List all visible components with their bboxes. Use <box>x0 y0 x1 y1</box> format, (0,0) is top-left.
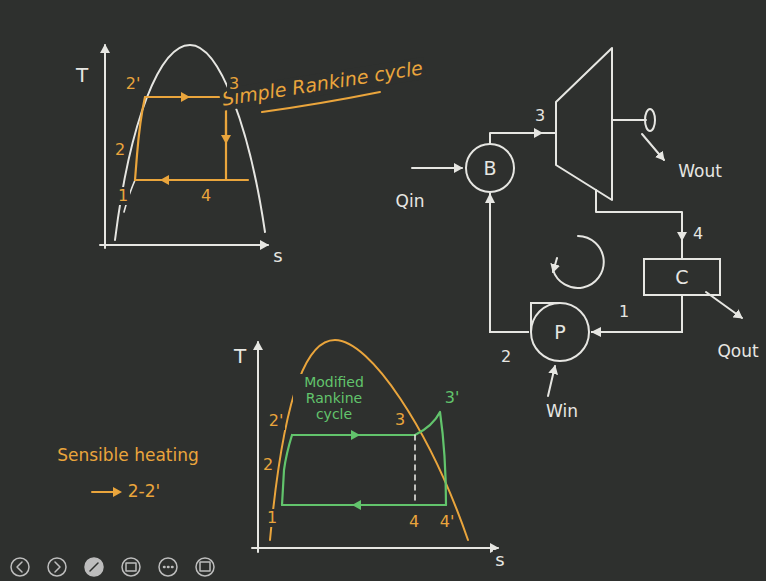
chalk-label: 1 <box>617 303 631 321</box>
pipe-line <box>591 296 682 332</box>
chalk-label: T <box>232 345 248 368</box>
condenser-box: C <box>643 258 721 296</box>
plant-schematic <box>412 48 742 396</box>
chalk-label: 2 <box>113 141 127 159</box>
chalk-label: Modified Rankine cycle <box>293 374 375 422</box>
chalk-label: 4' <box>438 513 457 531</box>
chalk-label: Sensible heating <box>55 446 201 466</box>
arrow-head <box>591 327 601 337</box>
chalk-label: 2' <box>267 412 286 430</box>
node-text: C <box>675 267 688 288</box>
node-label: B <box>483 158 496 179</box>
chalk-label: 3 <box>227 75 241 93</box>
chalk-label: 2 <box>499 348 513 366</box>
chalk-label: T <box>74 64 90 87</box>
chalk-label: Win <box>544 402 580 422</box>
pipe-line <box>490 193 529 332</box>
chalk-label: 3 <box>393 411 407 429</box>
node-text: P <box>554 322 565 343</box>
chalk-label: 2' <box>124 75 143 93</box>
pump-symbol: P <box>529 301 591 363</box>
toolbar-icons <box>11 558 214 576</box>
pipe-connector <box>591 296 682 337</box>
chalk-label: 3 <box>533 107 547 125</box>
chalk-label: 4 <box>691 225 705 243</box>
chalk-label: 3' <box>443 389 462 407</box>
arrow-head <box>485 193 495 203</box>
ts-diagram-modified <box>252 340 498 552</box>
chalk-label: 1 <box>116 187 130 205</box>
pipe-connector <box>485 193 529 332</box>
node-text: B <box>483 158 496 179</box>
chalk-label: 4 <box>199 187 213 205</box>
chalk-label: 2-2' <box>126 482 162 502</box>
chalk-label: 1 <box>265 509 279 527</box>
chalk-label: 2 <box>261 456 275 474</box>
boiler-circle: B <box>465 143 515 193</box>
node-label: C <box>675 267 688 288</box>
chalk-label: s <box>271 246 284 267</box>
chalk-label: Qin <box>394 192 427 212</box>
chalk-label: s <box>493 550 506 571</box>
chalk-label: 4 <box>407 513 421 531</box>
chalk-label: Qout <box>715 342 760 362</box>
pump-casing <box>531 303 589 361</box>
chalk-label: Wout <box>676 162 724 182</box>
node-label: P <box>554 322 565 343</box>
note-arrow <box>92 491 118 493</box>
ts-diagram-simple <box>100 45 268 248</box>
